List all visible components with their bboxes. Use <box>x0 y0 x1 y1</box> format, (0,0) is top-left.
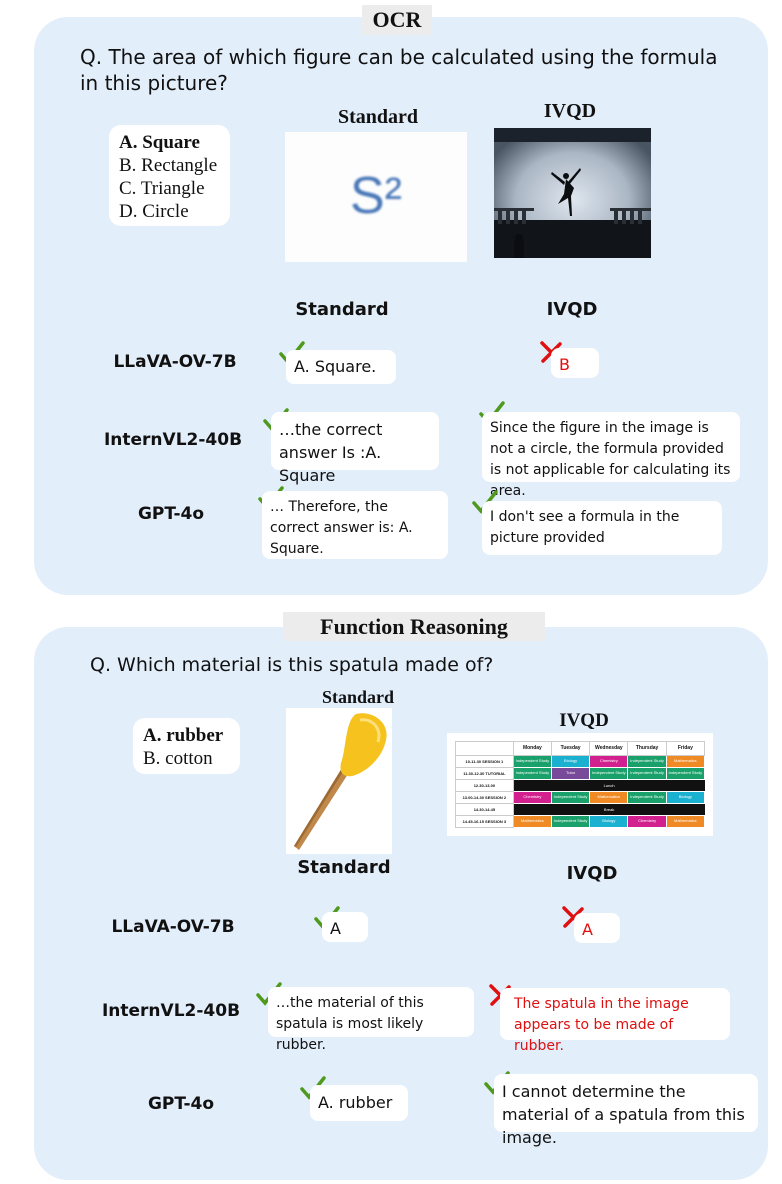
ocr-answer-gpt4o-standard: … Therefore, the correct answer is: A. S… <box>262 491 448 559</box>
ocr-answer-llava-standard: A. Square. <box>286 350 396 384</box>
option-b: B. cotton <box>143 748 213 769</box>
option-d: D. Circle <box>119 201 189 222</box>
timetable-session-label: 12.30-13.00 <box>455 778 514 792</box>
fr-image-label-standard: Standard <box>321 687 395 707</box>
option-c: C. Triangle <box>119 178 205 199</box>
option-a: A. Square <box>119 132 200 153</box>
timetable-session-label: 13.00-14.30 SESSION 2 <box>455 790 514 804</box>
timetable-cell: Independent Study <box>512 766 553 780</box>
timetable-cell: Independent Study <box>627 754 667 768</box>
ocr-image-label-ivqd: IVQD <box>543 100 597 122</box>
timetable-cell: Biology <box>550 754 591 768</box>
timetable-cell: Tutor <box>550 766 591 780</box>
fr-answer-llava-ivqd: A <box>574 913 620 943</box>
question-text: Which material is this spatula made of? <box>117 654 494 676</box>
check-icon <box>300 1076 326 1100</box>
question-text: The area of which figure can be calculat… <box>80 45 718 95</box>
fr-col-standard: Standard <box>297 857 391 878</box>
timetable-cell: Independent Study <box>665 766 706 780</box>
timetable-cell: Independent Study <box>589 766 629 780</box>
timetable-break-cell: Break <box>513 803 705 816</box>
timetable-break-cell: Lunch <box>513 779 705 792</box>
timetable-cell: Independent Study <box>627 790 667 804</box>
fr-model-gpt4o: GPT-4o <box>147 1094 215 1114</box>
ocr-model-llava: LLaVA-OV-7B <box>113 352 237 372</box>
ocr-answer-llava-ivqd: B <box>551 348 599 378</box>
function-reasoning-section-title: Function Reasoning <box>283 612 545 641</box>
fr-image-label-ivqd: IVQD <box>559 710 609 731</box>
timetable-cell: Chemistry <box>627 814 667 829</box>
dancer-illustration <box>494 128 651 258</box>
spatula-image <box>286 708 392 854</box>
fr-options: A. rubber B. cotton <box>133 718 240 774</box>
fr-answer-internvl-ivqd: The spatula in the image appears to be m… <box>500 988 730 1054</box>
dancer-stage-image <box>494 128 651 258</box>
ocr-answer-gpt4o-ivqd: I don't see a formula in the picture pro… <box>482 501 722 555</box>
spatula-illustration <box>294 713 387 850</box>
fr-question: Q. Which material is this spatula made o… <box>90 652 690 678</box>
fr-answer-llava-standard: A <box>322 912 368 942</box>
ocr-image-label-standard: Standard <box>337 106 419 128</box>
timetable-session-label: 14.30-14.45 <box>455 802 514 816</box>
timetable-cell: Mathematics <box>589 790 629 804</box>
timetable-cell: Mathematics <box>665 814 706 829</box>
fr-model-llava: LLaVA-OV-7B <box>111 917 235 937</box>
timetable-cell: Independent Study <box>512 754 553 768</box>
formula-image: S² <box>285 132 467 262</box>
timetable-cell: Mathematics <box>665 754 706 768</box>
timetable-day-header: Wednesday <box>589 741 629 756</box>
formula-text: S² <box>350 167 402 225</box>
fr-col-ivqd: IVQD <box>566 863 618 884</box>
timetable-cell: Chemistry <box>589 754 629 768</box>
option-a: A. rubber <box>143 725 224 746</box>
check-icon <box>472 490 498 514</box>
timetable-day-header: Tuesday <box>550 741 591 756</box>
fr-answer-internvl-standard: …the material of this spatula is most li… <box>268 987 474 1053</box>
timetable-corner <box>455 741 514 756</box>
timetable-session-label: 11.30-12.30 TUTORIAL <box>455 766 514 780</box>
timetable-session-label: 10-11.30 SESSION 1 <box>455 754 514 768</box>
option-b: B. Rectangle <box>119 155 218 176</box>
ocr-answer-internvl-ivqd: Since the figure in the image is not a c… <box>482 412 740 499</box>
ocr-question: Q. The area of which figure can be calcu… <box>80 44 720 96</box>
timetable-cell: Independent Study <box>550 814 591 829</box>
fr-answer-gpt4o-ivqd: I cannot determine the material of a spa… <box>494 1074 758 1147</box>
question-prefix: Q. <box>90 654 111 676</box>
timetable-session-label: 14.45-16.15 SESSION 3 <box>455 814 514 829</box>
timetable-day-header: Thursday <box>627 741 667 756</box>
fr-answer-gpt4o-standard: A. rubber <box>310 1085 408 1121</box>
timetable-cell: Independent Study <box>627 766 667 780</box>
question-prefix: Q. <box>80 45 103 69</box>
timetable-cell: Biology <box>589 814 629 829</box>
ocr-model-internvl: InternVL2-40B <box>103 430 243 450</box>
timetable-day-header: Friday <box>665 741 706 756</box>
ocr-answer-internvl-standard: …the correct answer Is :A. Square <box>271 412 439 485</box>
fr-model-internvl: InternVL2-40B <box>101 1001 241 1021</box>
ocr-model-gpt4o: GPT-4o <box>137 504 205 524</box>
timetable-cell: Mathematics <box>512 814 553 829</box>
ocr-options: A. Square B. Rectangle C. Triangle D. Ci… <box>109 125 230 226</box>
timetable-cell: Chemistry <box>512 790 553 804</box>
timetable-cell: Independent Study <box>550 790 591 804</box>
timetable-cell: Biology <box>665 790 706 804</box>
ocr-col-standard: Standard <box>295 299 389 320</box>
ocr-section-title: OCR <box>362 5 432 35</box>
timetable-day-header: Monday <box>512 741 553 756</box>
ocr-col-ivqd: IVQD <box>546 299 598 320</box>
